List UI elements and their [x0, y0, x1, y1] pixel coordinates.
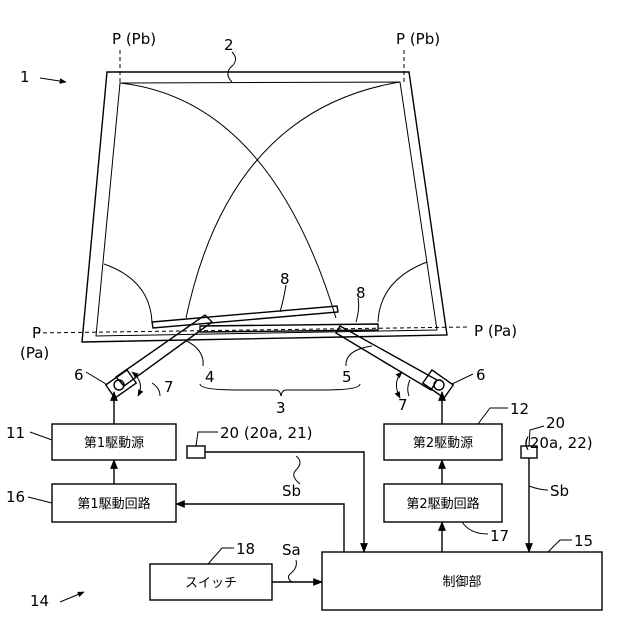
leader-17	[462, 522, 488, 534]
ref-16: 16	[6, 488, 25, 506]
label-pb-left: P (Pb)	[112, 30, 156, 48]
ref-20-left: 20 (20a, 21)	[220, 424, 312, 442]
leader-5	[346, 346, 372, 366]
arrow-controller-to-circuit1	[176, 504, 344, 552]
block-circuit2-label: 第2駆動回路	[406, 496, 479, 512]
leader-6-right	[452, 374, 473, 384]
ref-6-right: 6	[476, 366, 486, 384]
ref-7-right: 7	[398, 396, 408, 414]
ref-18: 18	[236, 540, 255, 558]
signal-sa: Sa	[282, 541, 301, 559]
signal-sb-left: Sb	[282, 482, 301, 500]
leader-15	[548, 540, 572, 552]
ref-3: 3	[276, 399, 286, 417]
leader-12	[478, 408, 508, 424]
leader-sb-left	[294, 456, 300, 484]
ref-8-left: 8	[280, 270, 290, 288]
sensor-left	[187, 446, 205, 458]
leader-2	[228, 52, 236, 82]
ref-7-left: 7	[164, 378, 174, 396]
block-circuit1-label: 第1駆動回路	[77, 496, 150, 512]
ref-12: 12	[510, 400, 529, 418]
ref-4: 4	[205, 368, 215, 386]
leader-11	[30, 432, 52, 440]
ref-5: 5	[342, 368, 352, 386]
wipe-arcs	[104, 82, 427, 322]
leader-18	[208, 548, 234, 564]
block-source1-label: 第1駆動源	[84, 436, 144, 451]
label-p-left: P	[32, 324, 41, 342]
leader-20-left	[196, 432, 218, 446]
arrow-sensor-left-sb	[205, 452, 364, 552]
ref-1: 1	[20, 68, 30, 86]
pivot-left	[106, 370, 136, 398]
ref-6-left: 6	[74, 366, 84, 384]
leader-sa	[288, 560, 296, 582]
windshield	[82, 72, 447, 342]
label-pa-left: (Pa)	[20, 344, 49, 362]
ref-15: 15	[574, 532, 593, 550]
leader-7-left	[152, 383, 160, 396]
brace-3	[200, 384, 360, 396]
block-switch-label: スイッチ	[185, 576, 237, 591]
ref-8-right: 8	[356, 284, 366, 302]
ref-14: 14	[30, 592, 49, 610]
leader-4	[185, 340, 203, 366]
ref-17: 17	[490, 527, 509, 545]
leader-16	[28, 497, 52, 503]
rotation-arrow-right	[396, 372, 402, 398]
leader-14	[60, 592, 84, 602]
ref-20-right-detail: (20a, 22)	[524, 434, 593, 452]
leader-1	[40, 78, 66, 82]
leader-7-right	[408, 380, 410, 396]
label-pb-right: P (Pb)	[396, 30, 440, 48]
leader-8-left	[280, 285, 286, 312]
block-source2-label: 第2駆動源	[413, 436, 473, 451]
ref-20-right: 20	[546, 414, 565, 432]
ref-2: 2	[224, 36, 234, 54]
leader-sb-right	[529, 486, 548, 490]
label-pa-right: P (Pa)	[474, 322, 517, 340]
ref-11: 11	[6, 424, 25, 442]
block-controller-label: 制御部	[442, 575, 481, 590]
signal-sb-right: Sb	[550, 482, 569, 500]
leader-6-left	[86, 372, 106, 384]
